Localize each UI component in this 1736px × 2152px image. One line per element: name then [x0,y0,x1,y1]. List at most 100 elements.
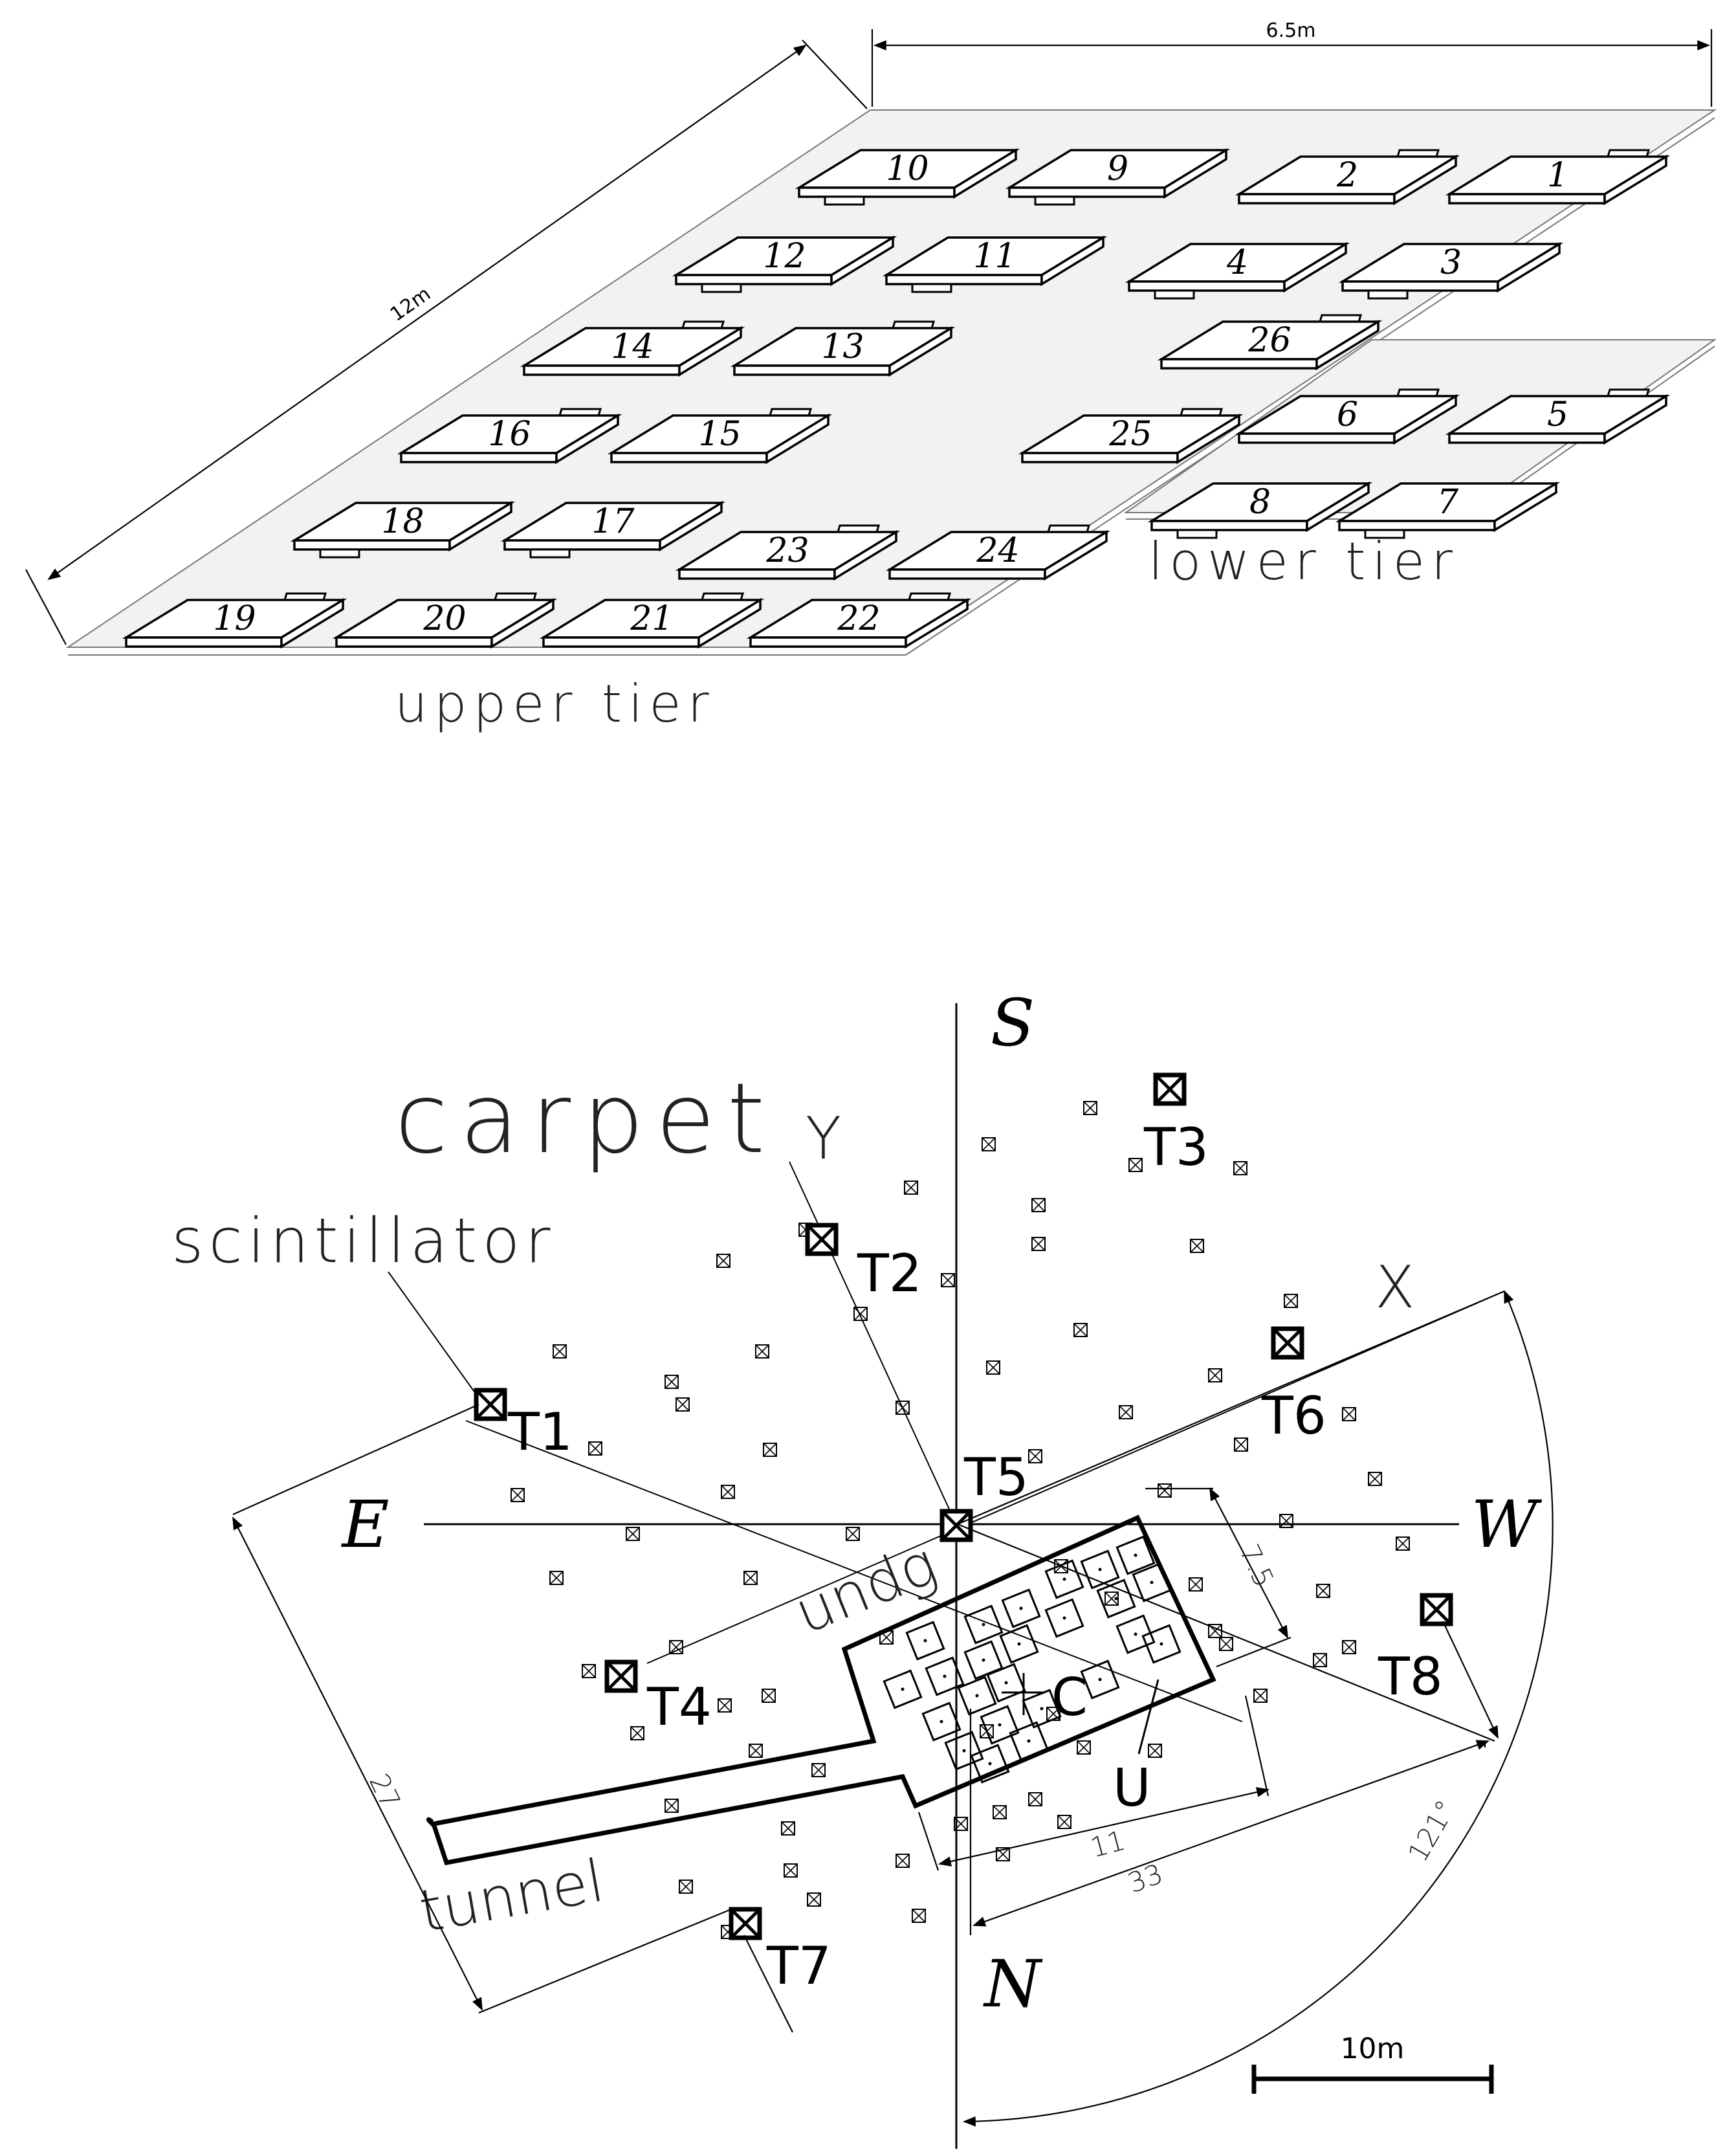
small-detector [781,1821,795,1836]
underground-detector-cell [1044,1559,1084,1599]
station-t3: T3 [1143,1072,1209,1177]
small-detector [1396,1536,1410,1551]
length-dimension-label: 12m [386,283,435,326]
underground-detector-label: U [1113,1758,1151,1818]
scale-bar: 10m [1251,2032,1494,2094]
center-marker: C [1002,1667,1088,1727]
dimension-t8 [1442,1621,1499,1739]
underground-detector-cell [883,1669,923,1709]
detector-19: 19 [122,592,347,649]
compass-south: S [991,985,1035,1061]
y-axis-label: Y [806,1105,841,1173]
underground-detector-cell [905,1621,945,1661]
station-t8: T8 [1378,1593,1453,1707]
station-t3-label: T3 [1143,1117,1209,1177]
lower-tier-label: lower tier [1148,531,1459,592]
compass-north: N [983,1946,1043,2022]
small-detector [755,1344,769,1359]
small-detector [582,1664,596,1678]
station-t6: T6 [1261,1326,1326,1446]
detector-21: 21 [539,592,765,649]
small-detector [676,1397,690,1412]
small-detector [669,1640,683,1654]
detector-24-label: 24 [976,531,1019,570]
detector-18-label: 18 [381,502,424,541]
dimension-33-label: 33 [1124,1858,1167,1899]
detector-24: 24 [885,524,1111,581]
dimension-11-label: 11 [1087,1824,1128,1863]
detector-4: 4 [1125,241,1350,300]
detector-9-label: 9 [1107,150,1128,188]
detector-11-label: 11 [973,237,1016,276]
small-detector [904,1181,918,1195]
detector-22-label: 22 [837,599,880,638]
dimension-t7 [743,1935,793,2033]
small-detector [762,1689,776,1703]
detector-1: 1 [1445,149,1671,206]
detector-20-label: 20 [423,599,466,638]
small-detector [679,1880,693,1894]
small-detector [993,1805,1007,1819]
station-t2-label: T2 [857,1243,922,1303]
detector-4-label: 4 [1226,243,1248,282]
dimension-27-label: 27 [363,1769,406,1814]
scale-bar-label: 10m [1341,2032,1405,2065]
small-detector [743,1571,758,1585]
small-detector [716,1254,731,1268]
small-detector [1083,1101,1097,1115]
detector-25: 25 [1018,408,1244,465]
small-detector [1031,1237,1046,1251]
underground-detector-pointer: U [1113,1679,1159,1818]
detector-12-label: 12 [763,237,806,276]
small-detector [986,1360,1000,1375]
detector-7-label: 7 [1437,483,1459,522]
detector-10-label: 10 [886,150,928,188]
detector-5-label: 5 [1547,395,1568,434]
detector-6: 6 [1235,388,1460,445]
detector-11: 11 [882,235,1108,293]
small-detector [1031,1198,1046,1212]
small-detector [895,1854,910,1868]
detector-20: 20 [332,592,558,649]
small-detector [511,1488,525,1502]
detector-19-label: 19 [213,599,256,638]
detector-7: 7 [1335,481,1561,539]
compass-west: W [1471,1487,1543,1562]
small-detector [912,1909,926,1923]
underground-detector-cell [921,1702,961,1742]
small-detector [1313,1653,1327,1667]
underground-detector-cell [963,1604,1004,1645]
small-detector [807,1892,821,1907]
small-detector [1128,1158,1143,1172]
small-detector [941,1273,955,1287]
detector-14-label: 14 [611,327,654,366]
station-t5: T5 [939,1447,1029,1542]
station-t6-label: T6 [1261,1386,1326,1446]
station-t4-label: T4 [646,1677,712,1737]
small-detector [1233,1161,1247,1175]
detector-18: 18 [290,500,516,559]
detector-1-label: 1 [1547,156,1568,195]
small-detector [1028,1449,1042,1463]
small-detector [1158,1483,1172,1498]
detector-13: 13 [730,320,956,377]
detector-8: 8 [1147,481,1373,539]
detector-6-label: 6 [1337,395,1358,434]
small-detector [1189,1577,1203,1592]
center-label: C [1051,1667,1088,1727]
small-detector [1073,1323,1088,1337]
small-detector [549,1571,564,1585]
small-detector [749,1744,763,1758]
small-detector [1368,1472,1382,1486]
small-detector [1208,1368,1222,1382]
detector-26: 26 [1157,314,1383,371]
x-axis-label: X [1375,1254,1415,1322]
station-t4: T4 [604,1659,712,1737]
small-detector [1279,1514,1293,1528]
small-detector [553,1344,567,1359]
small-detector [1077,1740,1091,1755]
detector-5: 5 [1445,388,1671,445]
detector-16-label: 16 [488,415,531,454]
small-detector [1234,1437,1248,1452]
underground-label: undg [786,1530,946,1648]
